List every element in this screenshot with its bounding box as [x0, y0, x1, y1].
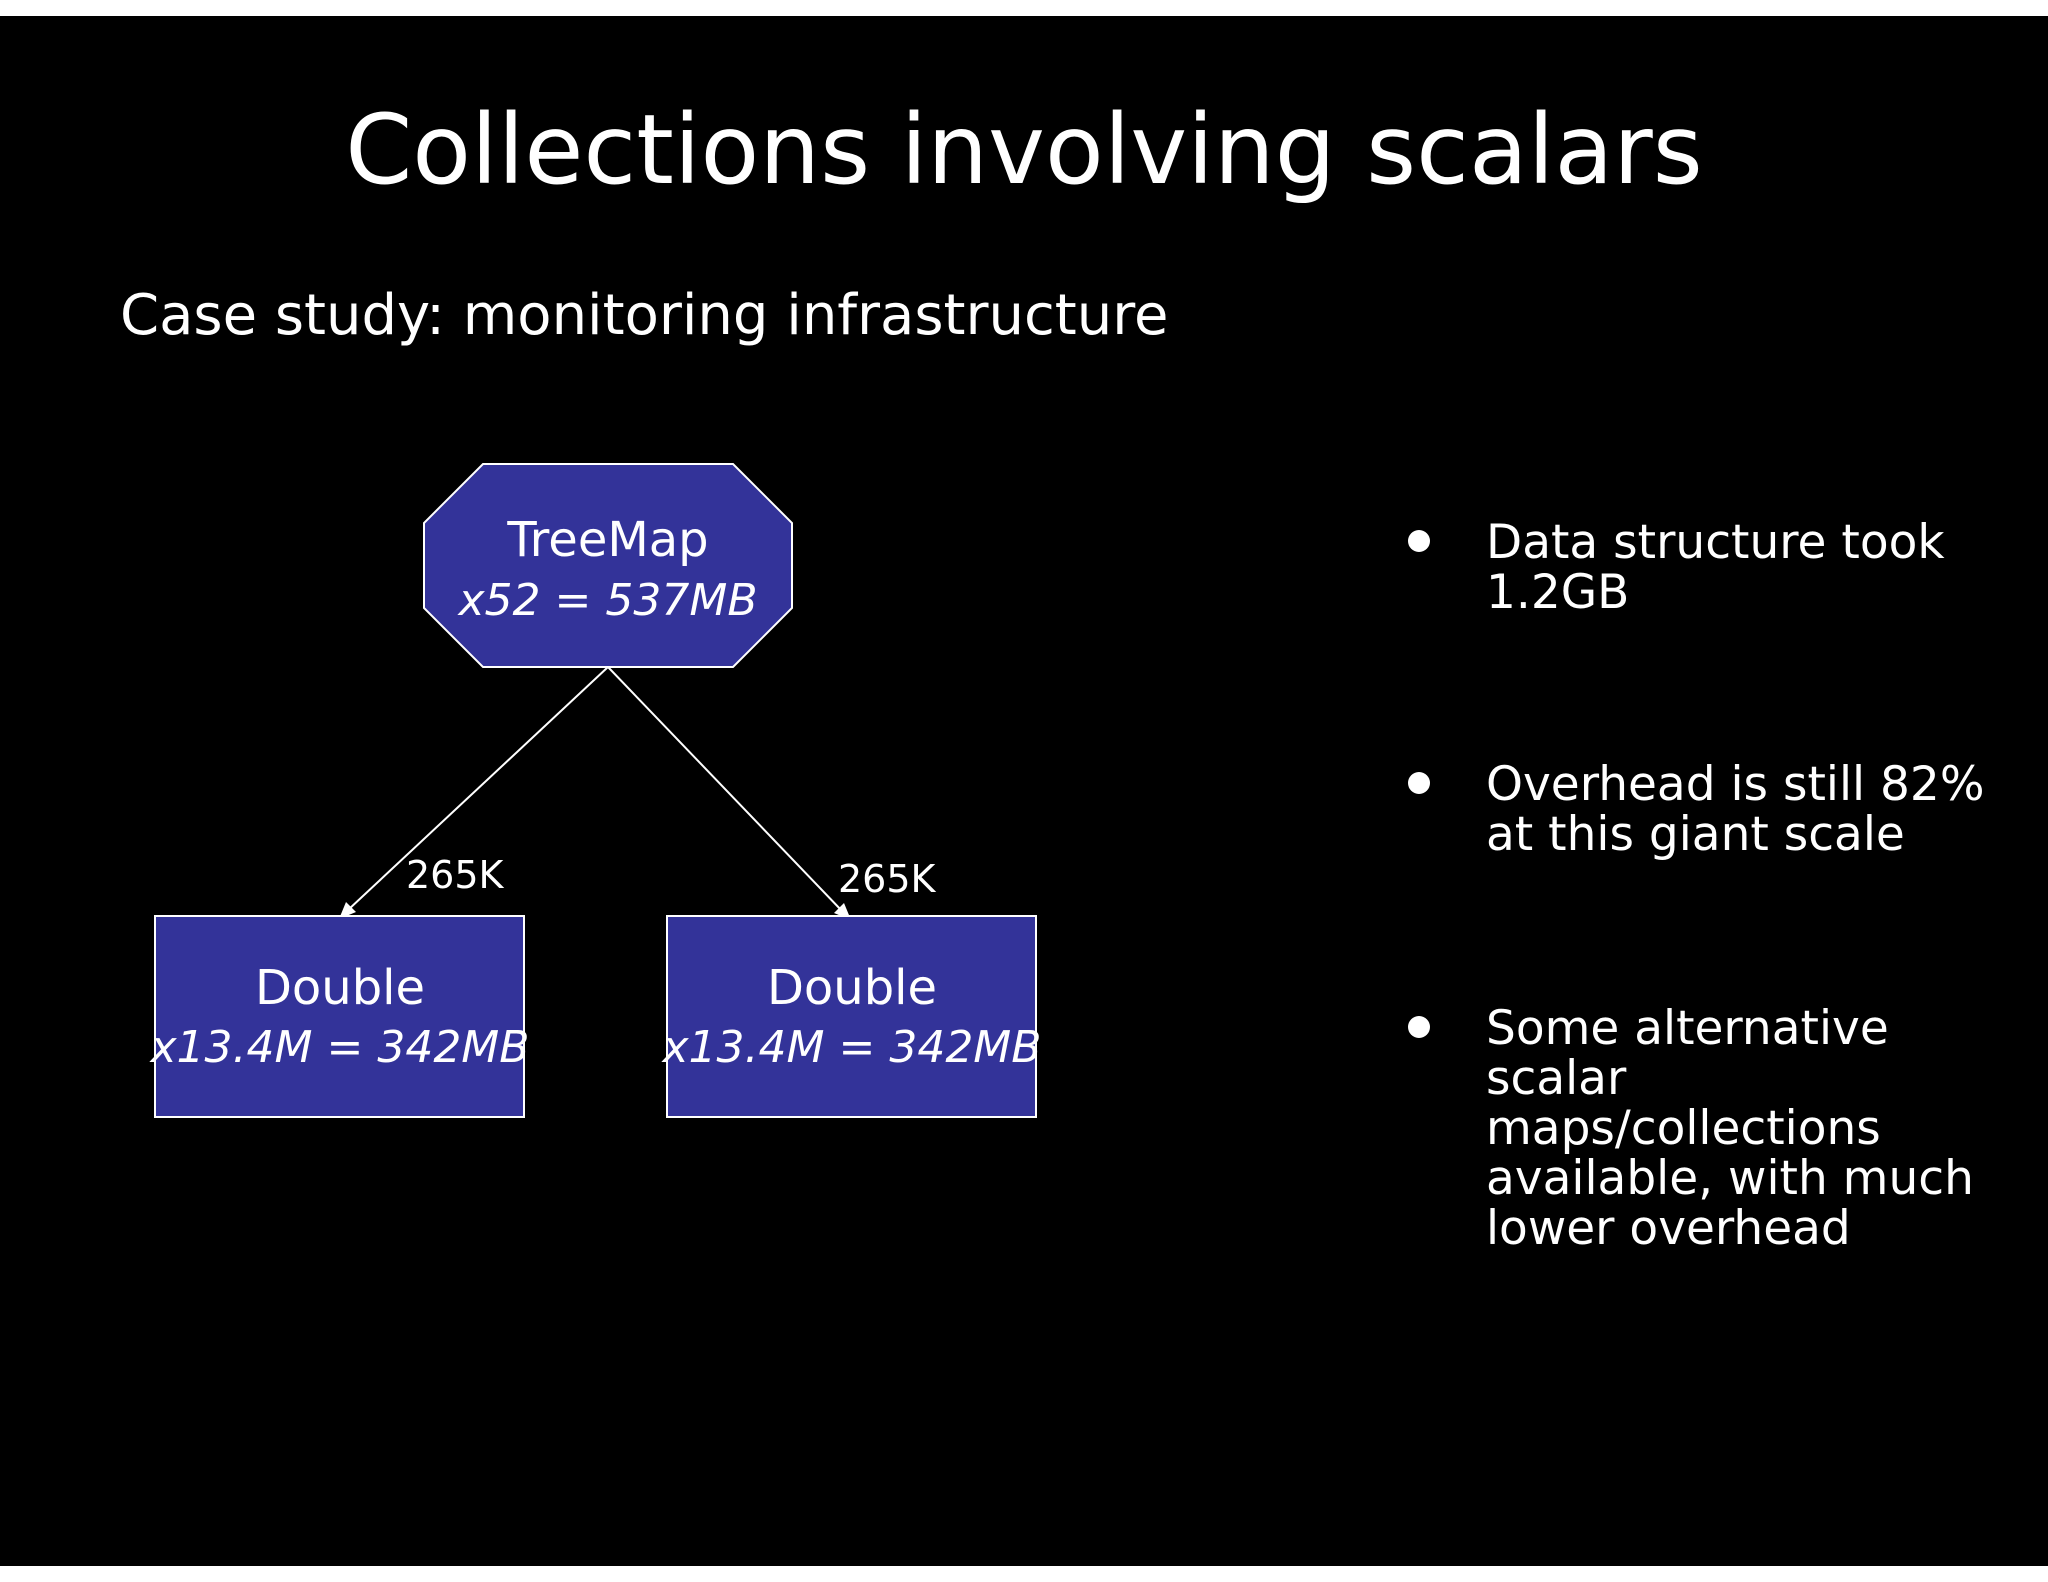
edge-label-left: 265K	[406, 853, 505, 897]
edge-label-right: 265K	[838, 857, 937, 901]
node-double-left-shape	[154, 915, 525, 1118]
edge-treemap-to-double-left: 265K	[339, 666, 609, 919]
node-double-right-name: Double	[767, 960, 937, 1016]
node-treemap-shape	[423, 463, 793, 668]
node-treemap: TreeMap x52 = 537MB	[423, 463, 793, 668]
bullet-dot-icon	[1408, 530, 1430, 552]
node-double-right: Double x13.4M = 342MB	[661, 915, 1042, 1118]
bullet-dot-icon	[1408, 1016, 1430, 1038]
node-double-left: Double x13.4M = 342MB	[149, 915, 530, 1118]
object-graph-diagram: 265K 265K TreeMap x52 = 537MB Double x13…	[149, 463, 1042, 1118]
node-double-left-name: Double	[255, 960, 425, 1016]
node-double-right-shape	[666, 915, 1037, 1118]
bullet-dot-icon	[1408, 772, 1430, 794]
arrowhead-left	[339, 902, 356, 919]
node-double-right-stat: x13.4M = 342MB	[661, 1022, 1042, 1073]
node-treemap-name: TreeMap	[506, 512, 708, 568]
bullet-text: Data structure took 1.2GB	[1486, 515, 1945, 620]
node-double-left-stat: x13.4M = 342MB	[149, 1022, 530, 1073]
bullet-text: Overhead is still 82% at this giant scal…	[1486, 757, 1985, 862]
node-treemap-stat: x52 = 537MB	[457, 575, 758, 626]
slide-title: Collections involving scalars	[345, 94, 1703, 206]
slide: Collections involving scalars Case study…	[0, 16, 2048, 1566]
edge-treemap-to-double-right: 265K	[607, 666, 937, 920]
slide-subtitle: Case study: monitoring infrastructure	[120, 283, 1169, 348]
bullet-text: Some alternative scalar maps/collections…	[1486, 1001, 1974, 1256]
